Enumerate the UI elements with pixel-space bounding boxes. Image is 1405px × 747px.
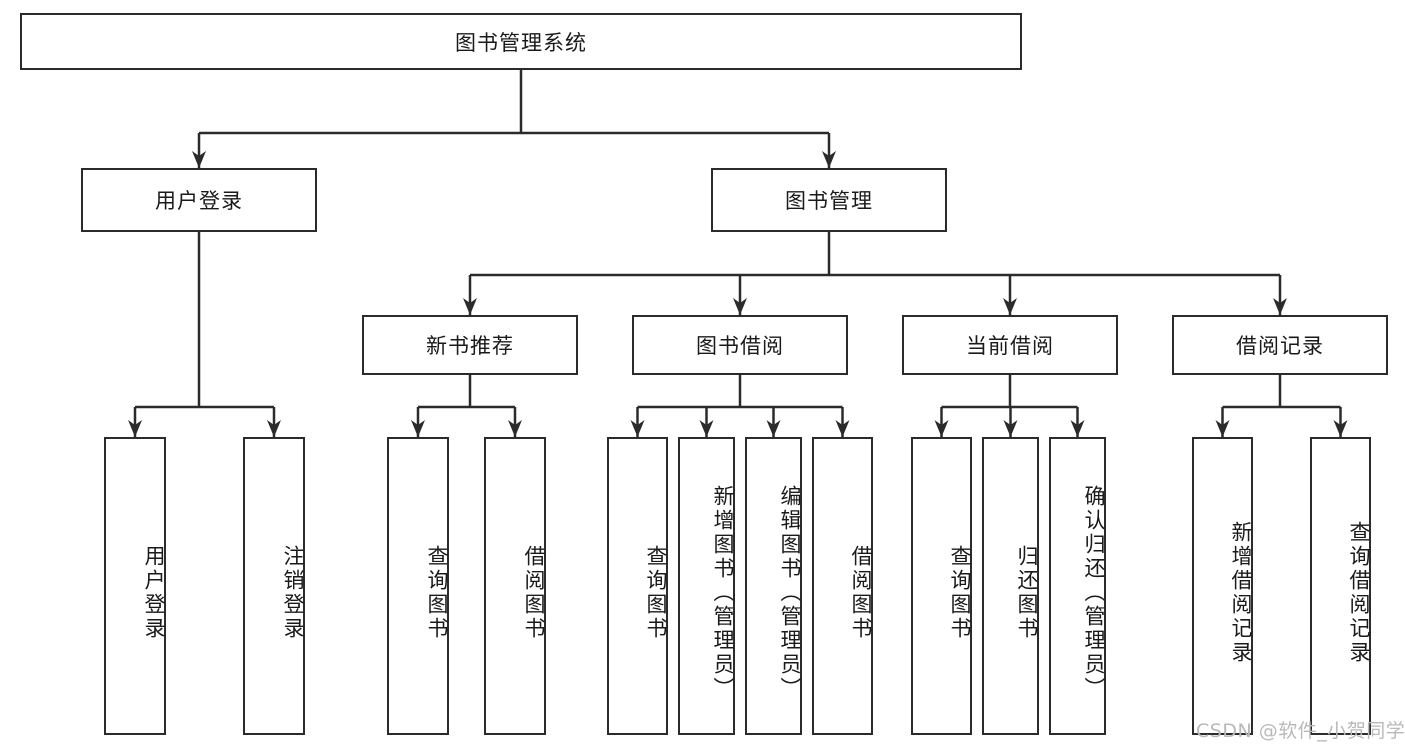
node-root[interactable]: 图书管理系统 bbox=[20, 13, 1022, 70]
leaf-query-book-current[interactable]: 查询图书 bbox=[911, 437, 972, 735]
leaf-return-book[interactable]: 归还图书 bbox=[982, 437, 1039, 735]
leaf-query-book-borrow-label: 查询图书 bbox=[644, 545, 668, 641]
leaf-query-book-recommend-label: 查询图书 bbox=[425, 545, 449, 641]
leaf-borrow-book-recommend[interactable]: 借阅图书 bbox=[484, 437, 546, 735]
node-book-borrow-label: 图书借阅 bbox=[696, 334, 784, 358]
node-user-login-label: 用户登录 bbox=[155, 189, 243, 213]
leaf-add-borrow-record-label: 新增借阅记录 bbox=[1229, 521, 1253, 665]
node-new-book-recommend[interactable]: 新书推荐 bbox=[362, 315, 578, 375]
node-book-management[interactable]: 图书管理 bbox=[711, 168, 947, 232]
leaf-add-borrow-record[interactable]: 新增借阅记录 bbox=[1192, 437, 1253, 735]
leaf-query-book-recommend[interactable]: 查询图书 bbox=[387, 437, 449, 735]
leaf-borrow-book-label: 借阅图书 bbox=[849, 545, 873, 641]
node-book-management-label: 图书管理 bbox=[785, 189, 873, 213]
leaf-user-login[interactable]: 用户登录 bbox=[104, 437, 166, 735]
leaf-add-book-admin-label: 新增图书（管理员） bbox=[711, 485, 735, 701]
leaf-query-book-borrow[interactable]: 查询图书 bbox=[607, 437, 668, 735]
leaf-confirm-return-admin-label: 确认归还（管理员） bbox=[1082, 485, 1106, 701]
node-root-label: 图书管理系统 bbox=[455, 30, 587, 55]
leaf-query-book-current-label: 查询图书 bbox=[948, 545, 972, 641]
leaf-logout-label: 注销登录 bbox=[281, 545, 305, 641]
node-user-login[interactable]: 用户登录 bbox=[81, 168, 317, 232]
leaf-logout[interactable]: 注销登录 bbox=[243, 437, 305, 735]
leaf-query-borrow-record-label: 查询借阅记录 bbox=[1347, 521, 1371, 665]
leaf-edit-book-admin[interactable]: 编辑图书（管理员） bbox=[745, 437, 802, 735]
leaf-borrow-book[interactable]: 借阅图书 bbox=[812, 437, 873, 735]
node-new-book-recommend-label: 新书推荐 bbox=[426, 334, 514, 358]
node-current-borrow-label: 当前借阅 bbox=[966, 334, 1054, 358]
leaf-return-book-label: 归还图书 bbox=[1015, 545, 1039, 641]
watermark: CSDN @软件_小贺同学 bbox=[1196, 720, 1405, 742]
leaf-add-book-admin[interactable]: 新增图书（管理员） bbox=[678, 437, 735, 735]
node-book-borrow[interactable]: 图书借阅 bbox=[632, 315, 848, 375]
leaf-borrow-book-recommend-label: 借阅图书 bbox=[522, 545, 546, 641]
node-current-borrow[interactable]: 当前借阅 bbox=[902, 315, 1118, 375]
node-borrow-record[interactable]: 借阅记录 bbox=[1172, 315, 1388, 375]
leaf-user-login-label: 用户登录 bbox=[142, 545, 166, 641]
leaf-query-borrow-record[interactable]: 查询借阅记录 bbox=[1310, 437, 1371, 735]
leaf-confirm-return-admin[interactable]: 确认归还（管理员） bbox=[1049, 437, 1106, 735]
leaf-edit-book-admin-label: 编辑图书（管理员） bbox=[778, 485, 802, 701]
node-borrow-record-label: 借阅记录 bbox=[1236, 334, 1324, 358]
